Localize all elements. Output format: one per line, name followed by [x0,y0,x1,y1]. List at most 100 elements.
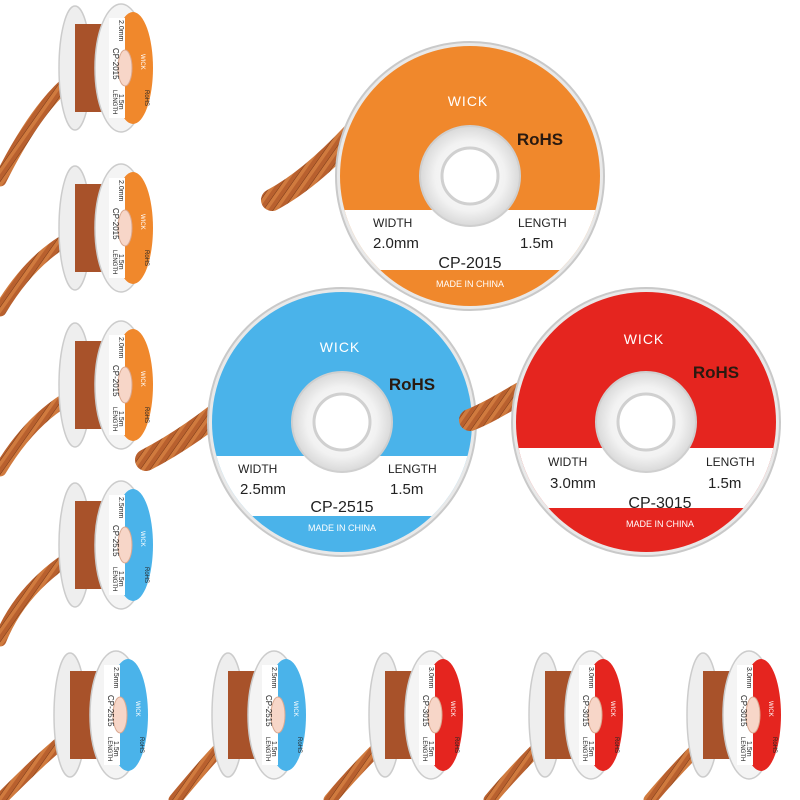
length-label: LENGTH [264,737,270,761]
length-label: LENGTH [706,455,755,469]
width-value: 2.0mm [117,180,124,202]
spool-label-band [109,335,125,435]
model-number: CP-2015 [111,208,120,240]
width-value: 3.0mm [427,667,434,689]
spool-hub [117,209,133,247]
spool-hub-inner [312,392,372,452]
model-number: CP-3015 [628,495,691,512]
width-value: 3.0mm [550,475,596,492]
model-number: CP-2515 [310,499,373,516]
spool-label-band [419,665,435,765]
spool-label-band [737,665,753,765]
rohs-label: RoHS [143,567,149,583]
spool-hub [270,696,286,734]
model-number: CP-3015 [739,695,748,727]
width-value: 2.5mm [112,667,119,689]
length-value: 1.5m [270,741,277,757]
wick-label: WICK [448,93,489,109]
rohs-label: RoHS [771,737,777,753]
wick-label: WICK [139,531,145,547]
model-number: CP-2015 [438,255,501,272]
width-value: 3.0mm [587,667,594,689]
model-number: CP-2515 [111,525,120,557]
length-value: 1.5m [117,254,124,270]
length-label: LENGTH [518,216,567,230]
spool-label-band [104,665,120,765]
wick-label: WICK [139,371,145,387]
rohs-label: RoHS [143,90,149,106]
model-number: CP-3015 [581,695,590,727]
rohs-label: RoHS [389,375,435,394]
rohs-label: RoHS [517,130,563,149]
length-value: 1.5m [587,741,594,757]
width-label: WIDTH [373,216,412,230]
width-label: WIDTH [548,455,587,469]
wick-label: WICK [292,701,298,717]
length-label: LENGTH [388,462,437,476]
wick-label: WICK [139,214,145,230]
width-value: 2.0mm [117,20,124,42]
length-label: LENGTH [111,407,117,431]
length-value: 1.5m [112,741,119,757]
spool-hub [427,696,443,734]
length-value: 1.5m [117,94,124,110]
model-number: CP-2015 [111,365,120,397]
spool-hub-inner [440,146,500,206]
large-spool-blue: WICK RoHS WIDTH 2.5mm LENGTH 1.5m CP-251… [135,287,477,557]
spool-hub [587,696,603,734]
spool-label-band [579,665,595,765]
spool-label-band [262,665,278,765]
rohs-label: RoHS [613,737,619,753]
width-value: 2.5mm [240,481,286,498]
width-label: WIDTH [238,462,277,476]
length-label: LENGTH [111,250,117,274]
rohs-label: RoHS [453,737,459,753]
length-value: 1.5m [427,741,434,757]
rohs-label: RoHS [138,737,144,753]
spool-hub [112,696,128,734]
model-number: CP-2015 [111,48,120,80]
spool-hub-inner [616,392,676,452]
origin-label: MADE IN CHINA [626,519,694,529]
length-value: 1.5m [708,475,741,492]
origin-label: MADE IN CHINA [436,279,504,289]
wick-label: WICK [134,701,140,717]
width-value: 2.0mm [373,235,419,252]
length-value: 1.5m [117,411,124,427]
wick-label: WICK [609,701,615,717]
length-label: LENGTH [739,737,745,761]
spool-hub [117,526,133,564]
length-value: 1.5m [745,741,752,757]
length-label: LENGTH [106,737,112,761]
wick-label: WICK [449,701,455,717]
model-number: CP-2515 [106,695,115,727]
length-value: 1.5m [117,571,124,587]
wick-label: WICK [624,331,665,347]
large-spool-orange: WICK RoHS WIDTH 2.0mm LENGTH 1.5m CP-201… [261,41,605,311]
length-label: LENGTH [581,737,587,761]
large-spool-red: WICK RoHS WIDTH 3.0mm LENGTH 1.5m CP-301… [459,287,781,557]
width-value: 2.0mm [117,337,124,359]
spool-hub [745,696,761,734]
origin-label: MADE IN CHINA [308,523,376,533]
rohs-label: RoHS [143,250,149,266]
spool-label-band [109,178,125,278]
rohs-label: RoHS [296,737,302,753]
wick-label: WICK [767,701,773,717]
model-number: CP-2515 [264,695,273,727]
spool-label-band [109,18,125,118]
length-value: 1.5m [520,235,553,252]
width-value: 2.5mm [117,497,124,519]
width-value: 3.0mm [745,667,752,689]
